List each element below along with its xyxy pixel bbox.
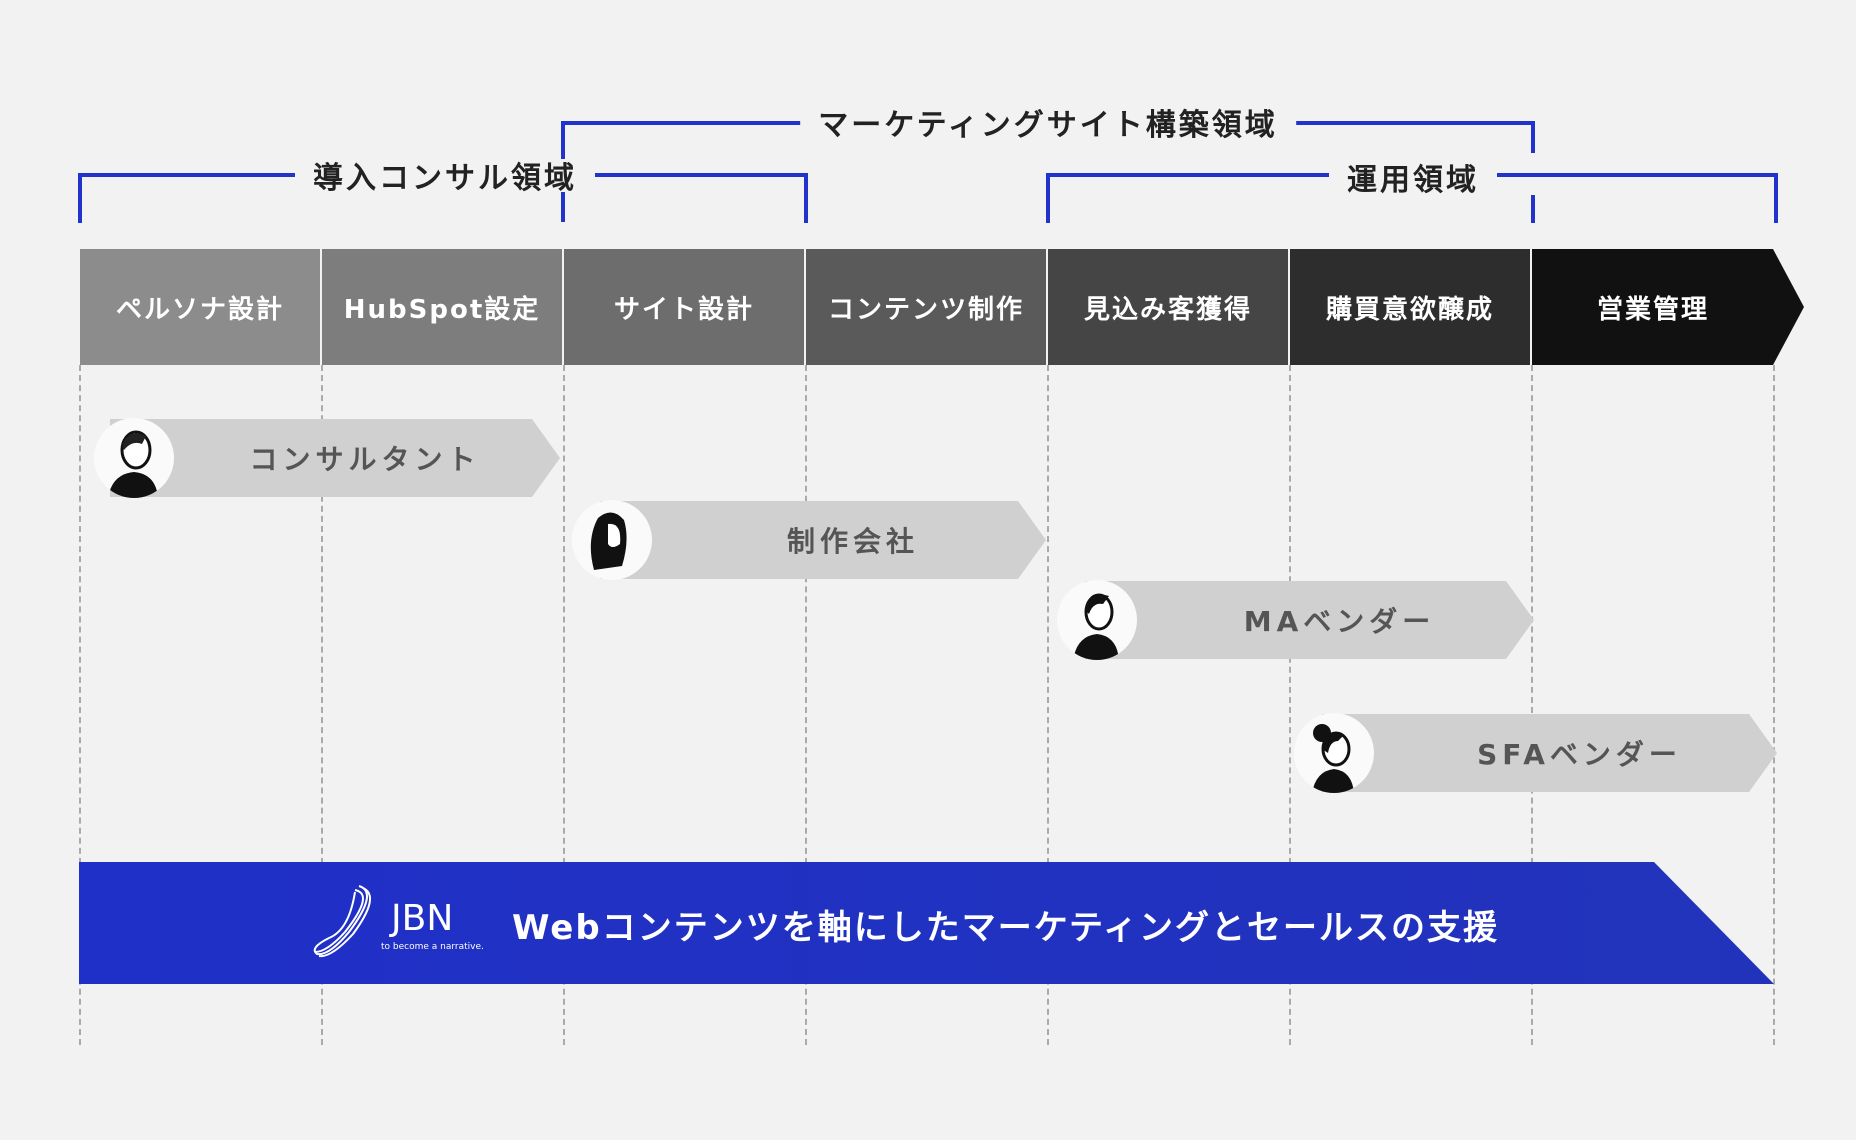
guide-line (321, 365, 323, 1045)
phase-content: コンテンツ制作 (806, 249, 1048, 365)
role-label: SFAベンダー (1477, 738, 1682, 771)
phase-leads: 見込み客獲得 (1048, 249, 1290, 365)
role-consultant: コンサルタント (110, 419, 560, 497)
bracket-intro-label: 導入コンサル領域 (295, 153, 595, 197)
jbn-tagline: to become a narrative. (381, 942, 484, 952)
guide-line (1773, 365, 1775, 1045)
phase-nurture: 購買意欲醸成 (1290, 249, 1532, 365)
role-label: 制作会社 (786, 525, 919, 558)
bracket-ops-label: 運用領域 (1329, 155, 1497, 199)
jbn-banner: JBN to become a narrative. Webコンテンツを軸にした… (79, 862, 1774, 984)
man-avatar-icon (1057, 580, 1137, 660)
banner-text: Webコンテンツを軸にしたマーケティングとセールスの支援 (512, 908, 1499, 948)
guide-line (1289, 365, 1291, 1045)
guide-line (1531, 365, 1533, 1045)
role-sfa-vendor: SFAベンダー (1322, 714, 1777, 792)
phase-site-design: サイト設計 (564, 249, 806, 365)
role-label: MAベンダー (1243, 605, 1436, 638)
role-label: コンサルタント (249, 443, 481, 476)
bracket-site-label: マーケティングサイト構築領域 (800, 100, 1296, 144)
guide-line (563, 365, 565, 1045)
role-ma-vendor: MAベンダー (1085, 581, 1534, 659)
jbn-logo-text: JBN (391, 898, 454, 939)
woman-bun-avatar-icon (1294, 713, 1374, 793)
guide-line (1047, 365, 1049, 1045)
role-production: 制作会社 (600, 501, 1046, 579)
phase-sales: 営業管理 (1532, 249, 1804, 365)
consultant-avatar-icon (94, 418, 174, 498)
guide-line (805, 365, 807, 1045)
woman-avatar-icon (572, 500, 652, 580)
phase-persona: ペルソナ設計 (80, 249, 322, 365)
phase-hubspot: HubSpot設定 (322, 249, 564, 365)
jbn-logo-icon (313, 885, 372, 958)
guide-line (79, 365, 81, 1045)
